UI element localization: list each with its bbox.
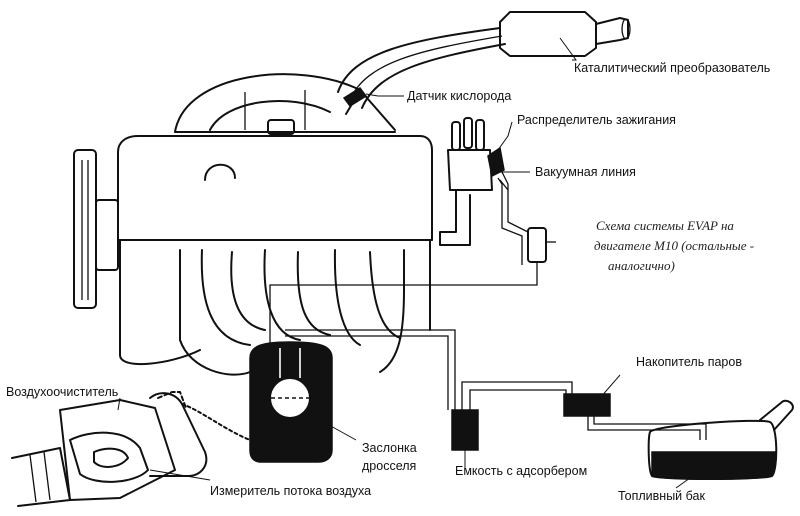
label-throttle-line-1: Заслонка bbox=[362, 441, 417, 455]
exhaust-pipe bbox=[337, 27, 506, 109]
label-vapor-storage: Накопитель паров bbox=[636, 355, 742, 369]
label-oxygen-sensor: Датчик кислорода bbox=[407, 89, 511, 103]
vapor-storage bbox=[563, 393, 707, 440]
oxygen-sensor bbox=[342, 86, 368, 115]
catalytic-converter bbox=[499, 11, 631, 57]
caption-line-1: Схема системы EVAP на bbox=[596, 218, 734, 233]
label-distributor: Распределитель зажигания bbox=[517, 113, 676, 127]
engine-block bbox=[117, 135, 433, 241]
caption-line-3: аналогично) bbox=[608, 258, 675, 273]
throttle-body bbox=[249, 341, 333, 463]
fuel-tank bbox=[647, 399, 794, 480]
ignition-distributor bbox=[439, 117, 505, 246]
label-air-flow-meter: Измеритель потока воздуха bbox=[210, 484, 371, 498]
intake-plenum bbox=[174, 73, 396, 135]
purge-hose bbox=[269, 262, 538, 410]
charcoal-canister bbox=[451, 381, 573, 451]
engine-fan bbox=[73, 149, 119, 309]
label-air-cleaner: Воздухоочиститель bbox=[6, 385, 118, 399]
caption-line-2: двигателе M10 (остальные - bbox=[594, 238, 754, 253]
label-canister: Емкость с адсорбером bbox=[455, 464, 587, 478]
label-catalytic-converter: Каталитический преобразователь bbox=[574, 61, 770, 75]
exhaust-manifold bbox=[119, 239, 431, 376]
leader-lines bbox=[117, 37, 691, 489]
label-throttle-line-2: дросселя bbox=[362, 459, 416, 473]
label-vacuum-line: Вакуумная линия bbox=[535, 165, 636, 179]
label-fuel-tank: Топливный бак bbox=[618, 489, 705, 503]
vacuum-line bbox=[497, 171, 556, 265]
